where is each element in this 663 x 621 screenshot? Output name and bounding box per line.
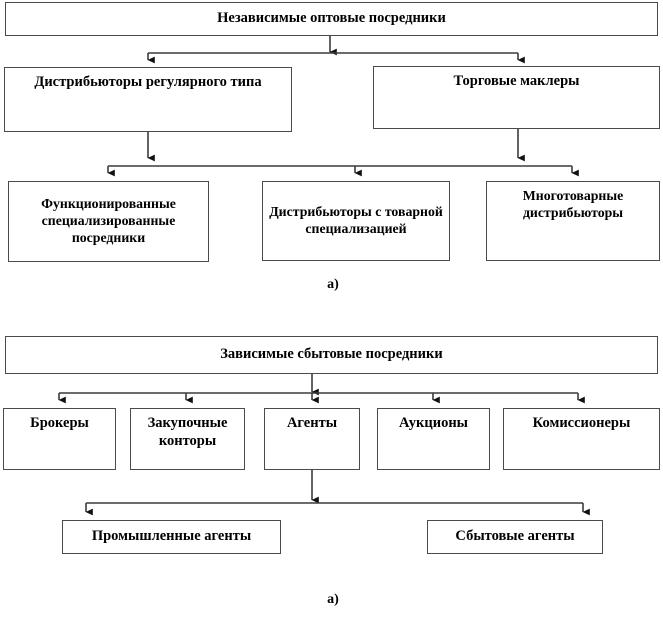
node-label: Зависимые сбытовые посредники <box>220 346 443 363</box>
node-label: Аукционы <box>399 415 468 431</box>
node-label: Комиссионеры <box>532 415 631 431</box>
node-sales-agents[interactable]: Сбытовые агенты <box>427 520 603 554</box>
node-label: Брокеры <box>30 415 89 431</box>
node-label: Закупочные конторы <box>147 415 228 449</box>
node-auctions[interactable]: Аукционы <box>377 408 490 470</box>
caption-diagram-a: а) <box>327 277 339 292</box>
node-label: Дистрибьюторы регулярного типа <box>34 74 262 90</box>
node-label: Функционированные специализированные пос… <box>41 196 176 245</box>
node-brokers[interactable]: Брокеры <box>3 408 116 470</box>
node-agents[interactable]: Агенты <box>264 408 360 470</box>
node-label: Независимые оптовые посредники <box>217 10 446 27</box>
node-purchasing-offices[interactable]: Закупочные конторы <box>130 408 245 470</box>
node-label: Сбытовые агенты <box>455 528 575 545</box>
node-label: Торговые маклеры <box>453 73 580 89</box>
node-regular-distributors[interactable]: Дистрибьюторы регулярного типа <box>4 67 292 132</box>
caption-diagram-b: а) <box>327 592 339 607</box>
node-functional-specialized-intermediaries[interactable]: Функционированные специализированные пос… <box>8 181 209 262</box>
node-label: Многотоварные дистрибьюторы <box>522 188 624 220</box>
node-product-specialized-distributors[interactable]: Дистрибьюторы с товарной специализацией <box>262 181 450 261</box>
node-industrial-agents[interactable]: Промышленные агенты <box>62 520 281 554</box>
node-label: Промышленные агенты <box>91 528 252 545</box>
node-trade-brokers[interactable]: Торговые маклеры <box>373 66 660 129</box>
node-label: Агенты <box>286 415 338 431</box>
node-commission-agents[interactable]: Комиссионеры <box>503 408 660 470</box>
node-multiproduct-distributors[interactable]: Многотоварные дистрибьюторы <box>486 181 660 261</box>
node-dependent-sales-intermediaries[interactable]: Зависимые сбытовые посредники <box>5 336 658 374</box>
node-label: Дистрибьюторы с товарной специализацией <box>269 204 443 236</box>
node-independent-wholesale-intermediaries[interactable]: Независимые оптовые посредники <box>5 2 658 36</box>
